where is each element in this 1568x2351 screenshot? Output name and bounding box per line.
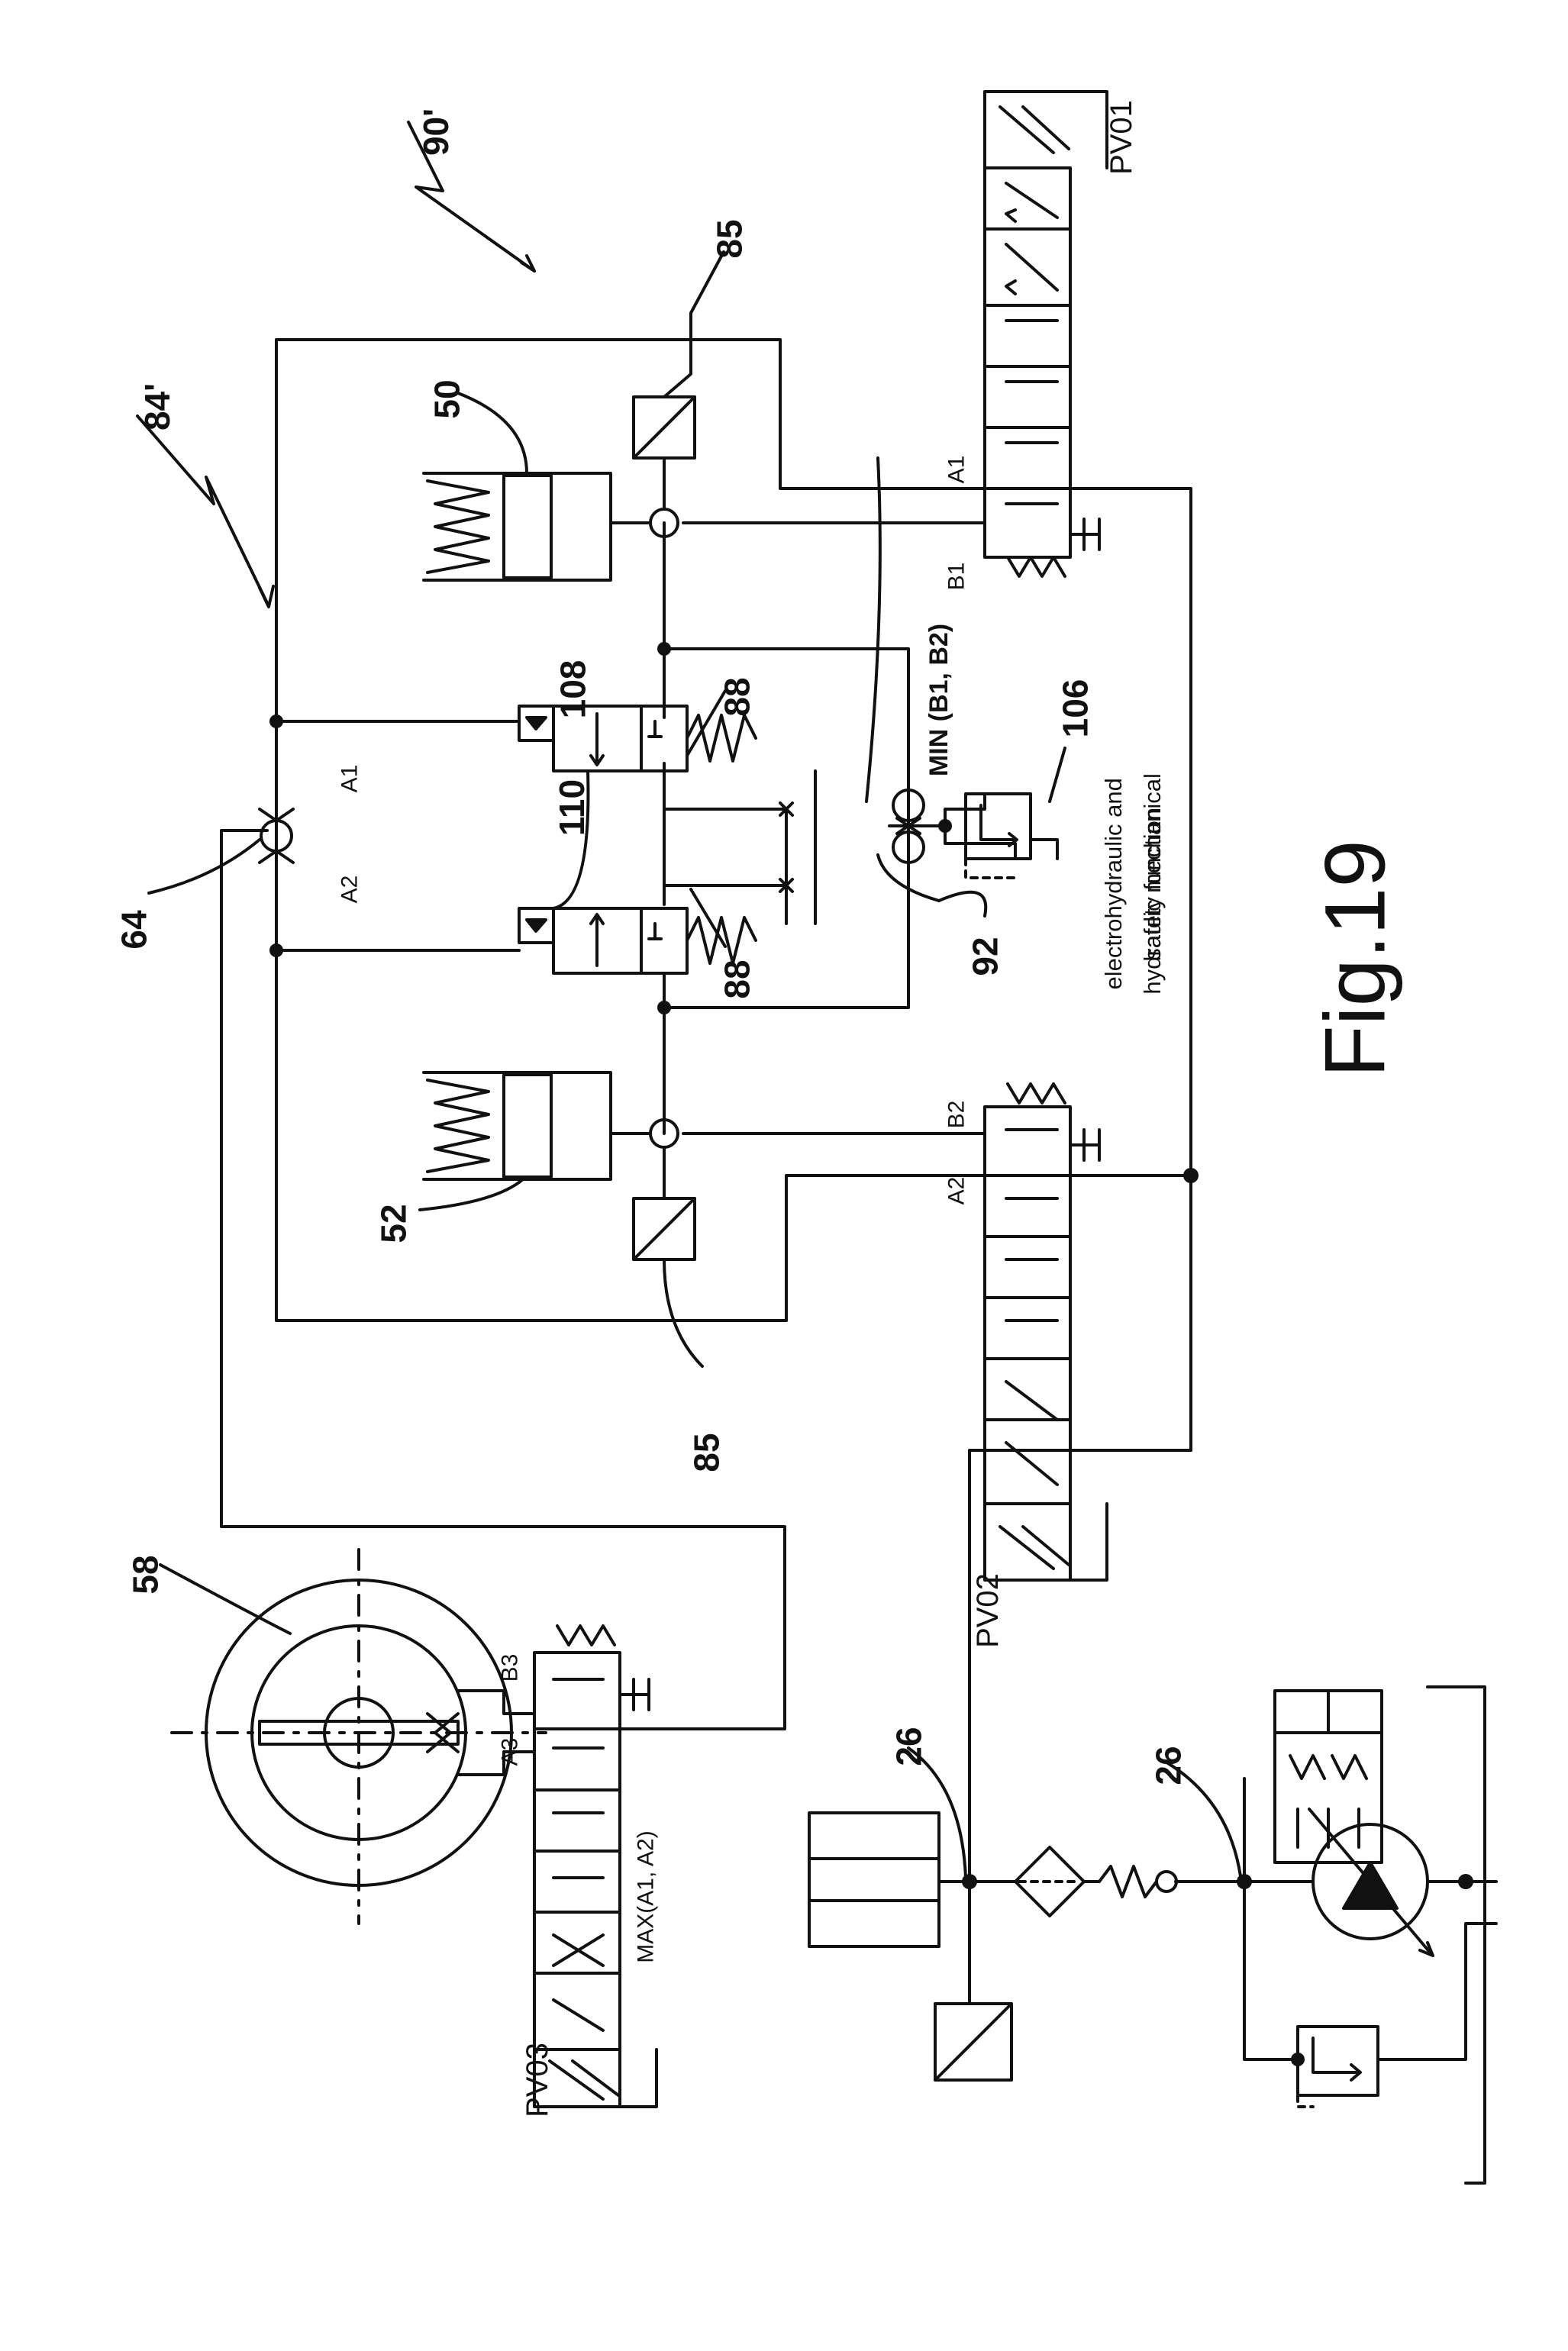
max-a1-a2-label: MAX(A1, A2) [635,1830,658,1962]
port-a2-pv02-label: A2 [945,1177,968,1205]
safety-note-line1: electrohydraulic and [1100,778,1128,989]
shuttle-valve-label: 64 [117,910,152,949]
port-b2-pv02-label: B2 [945,1101,968,1129]
solenoid-valve-lower-label: 108 [555,660,590,719]
figure-caption: Fig.19 [1313,840,1399,1077]
safety-note-line3: safety function [1139,808,1166,960]
proportional-valve-pv01 [985,92,1107,576]
port-a1-top-label: A1 [338,765,361,793]
node-check-lower [611,1120,678,1147]
accumulator-lower-label: 52 [376,1204,411,1243]
pump-node-right-label: 26 [1151,1746,1186,1785]
pressure-sensor-lower-label: 85 [689,1433,724,1472]
valve-pv03-label: PV03 [522,2043,553,2117]
proportional-valve-pv02 [985,1084,1107,1580]
relief-valve-label: 106 [1057,679,1092,738]
twin-check-valves-label: 92 [968,937,1003,976]
min-b1-b2-label: MIN (B1, B2) [926,624,952,776]
solenoid-valve-upper-label: 110 [554,779,589,836]
accumulator-upper-label: 50 [430,379,465,418]
junction-dots [269,642,1473,2066]
throttle-lower-label: 88 [720,959,755,998]
node-check-upper [611,509,678,537]
valve-pv02-label: PV02 [973,1573,1003,1648]
circuit-reference-label: 84' [140,383,175,431]
rotary-actuator [172,1550,546,1924]
pressure-sensor-upper [634,397,695,509]
system-reference-label: 90' [418,108,453,156]
relief-valve [966,794,1057,878]
port-b1-pv01-label: B1 [945,563,968,591]
accumulator-lower [424,1072,611,1179]
rotary-actuator-label: 58 [128,1555,163,1594]
main-circuit-lines [221,340,1496,2059]
port-a1-pv01-label: A1 [945,456,968,484]
throttle-upper-label: 88 [720,677,755,716]
pressure-sensor-upper-label: 85 [712,219,747,258]
pressure-sensor-lower [634,1147,695,1259]
valve-pv01-label: PV01 [1106,100,1137,175]
leader-lines [137,122,1241,1878]
port-a3-pv03-label: A3 [498,1738,521,1766]
port-a2-top-label: A2 [338,876,361,904]
port-b3-pv03-label: B3 [498,1654,521,1682]
accumulator-upper [424,473,611,580]
pump-node-left-label: 26 [892,1727,927,1766]
